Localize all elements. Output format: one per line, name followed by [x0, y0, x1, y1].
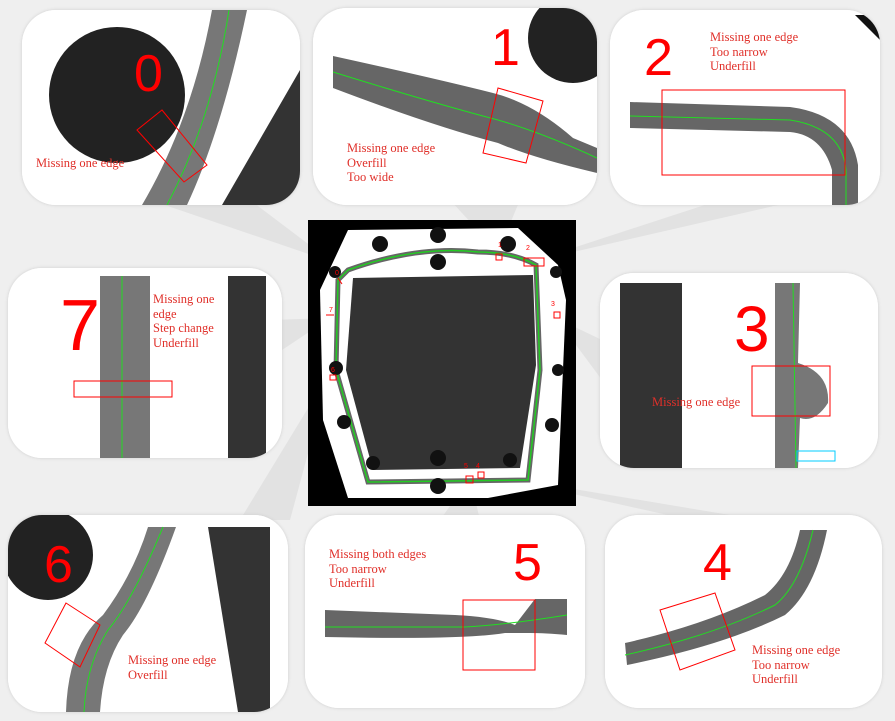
defect-number-4: 4 — [703, 534, 732, 592]
defect-6-image — [8, 515, 288, 712]
overview-label-6: 6 — [331, 367, 335, 374]
defect-3-image — [600, 273, 878, 468]
defect-description-3: Missing one edge — [652, 395, 741, 409]
panel-3: 3 Missing one edge — [600, 273, 878, 468]
defect-2-image — [610, 10, 880, 205]
defect-number-5: 5 — [513, 534, 542, 592]
defect-number-0: 0 — [134, 45, 163, 103]
defect-5-image — [305, 515, 585, 708]
overview-label-5: 5 — [464, 463, 468, 470]
defect-number-3: 3 — [734, 293, 770, 365]
overview-label-2: 2 — [526, 245, 530, 252]
defect-number-2: 2 — [644, 29, 673, 87]
defect-0-image — [22, 10, 300, 205]
defect-7-image — [8, 268, 282, 458]
overview-label-3: 3 — [551, 301, 555, 308]
defect-number-6: 6 — [44, 536, 73, 594]
overview-label-1: 1 — [498, 242, 502, 249]
defect-number-1: 1 — [491, 19, 520, 77]
panel-0: 0 Missing one edge — [22, 10, 300, 205]
overview-label-0: 0 — [335, 270, 339, 277]
defect-4-image — [605, 515, 882, 708]
defect-number-7: 7 — [60, 286, 101, 366]
defect-1-image — [313, 8, 597, 205]
defect-description-0: Missing one edge — [36, 156, 125, 170]
overview-label-4: 4 — [476, 463, 480, 470]
overview-label-7: 7 — [329, 307, 333, 314]
overview-image: 0 1 2 3 4 5 6 7 — [308, 220, 576, 506]
